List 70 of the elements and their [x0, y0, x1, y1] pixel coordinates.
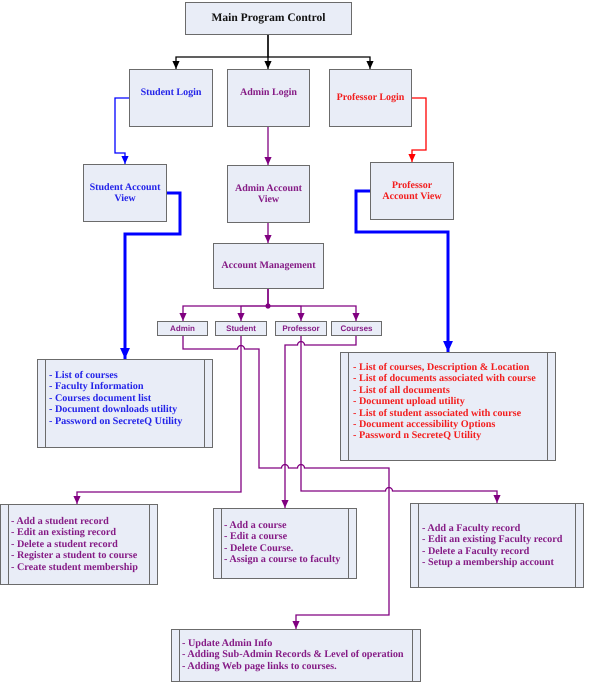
- list-item: - List of courses: [49, 370, 118, 382]
- list-item: - Delete a Faculty record: [422, 546, 530, 558]
- predefined-process-box: [213, 508, 357, 579]
- arrow: [264, 223, 272, 243]
- list-item: - Adding Web page links to courses.: [182, 660, 337, 672]
- process-box: [329, 69, 412, 127]
- process-box: [370, 162, 454, 220]
- arrow: [182, 336, 390, 629]
- category-label: Admin: [170, 324, 195, 333]
- process-box: [83, 164, 167, 222]
- arrow: [73, 336, 242, 504]
- arrow: [264, 127, 272, 165]
- list-item: - Document downloads utility: [49, 404, 178, 416]
- list-item: - Delete Course.: [224, 542, 294, 554]
- box-title: Account Management: [221, 260, 316, 272]
- category-box: [275, 321, 327, 336]
- arrow: [354, 190, 453, 352]
- list-item: - List of documents associated with course: [353, 373, 536, 385]
- process-box: [227, 165, 310, 223]
- list-item: - Adding Sub-Admin Records & Level of operation: [182, 649, 404, 661]
- arrow: [120, 192, 182, 359]
- process-box: [227, 69, 310, 127]
- process-box: [213, 243, 324, 289]
- arrow: [267, 289, 360, 321]
- box-title: Student Login: [140, 87, 202, 99]
- predefined-process-box: [37, 359, 213, 448]
- arrow: [281, 336, 357, 508]
- category-box: [331, 321, 382, 336]
- list-item: - Assign a course to faculty: [224, 554, 340, 566]
- list-item: - Faculty Information: [49, 381, 144, 393]
- list-item: - List of courses, Description & Location: [353, 362, 530, 374]
- list-item: - Create student membership: [11, 562, 138, 574]
- category-label: Courses: [340, 324, 372, 333]
- arrow: [408, 97, 427, 162]
- arrow: [267, 35, 374, 69]
- predefined-process-box: [340, 352, 556, 461]
- list-item: - Setup a membership account: [422, 557, 554, 569]
- list-item: - Add a Faculty record: [422, 523, 520, 534]
- list-item: - Add a student record: [11, 516, 109, 528]
- arrow: [300, 336, 501, 503]
- category-box: [215, 321, 267, 336]
- list-item: - Document accessibility Options: [353, 419, 496, 430]
- predefined-process-box: [0, 504, 158, 585]
- box-title: Professor Login: [336, 92, 406, 104]
- list-item: - List of student associated with course: [353, 408, 522, 420]
- list-item: - Edit an existing Faculty record: [422, 534, 562, 546]
- list-item: - Register a student to course: [11, 550, 138, 562]
- category-label: Student: [226, 324, 256, 333]
- list-item: - Delete a student record: [11, 538, 118, 550]
- list-item: - Update Admin Info: [182, 638, 272, 650]
- predefined-process-box: [410, 503, 584, 588]
- list-item: - Password on SecreteQ Utility: [49, 416, 182, 428]
- predefined-process-box: [171, 629, 421, 682]
- list-item: - Courses document list: [49, 392, 152, 404]
- list-item: - Document upload utility: [353, 396, 465, 408]
- list-item: - Add a course: [224, 520, 287, 532]
- box-title: Admin Account View: [234, 182, 303, 206]
- list-item: - Password n SecreteQ Utility: [353, 430, 482, 442]
- arrow: [114, 97, 129, 164]
- box-title: Main Program Control: [212, 12, 326, 24]
- box-title: Student Account View: [89, 182, 161, 204]
- box-title: Admin Login: [239, 87, 298, 99]
- process-box: [129, 69, 213, 127]
- box-title: Professor Account View: [381, 180, 443, 202]
- category-label: Professor: [282, 324, 320, 333]
- process-box: [185, 2, 352, 35]
- list-item: - List of all documents: [353, 384, 450, 396]
- list-item: - Edit a course: [224, 531, 288, 543]
- category-box: [157, 321, 208, 336]
- list-item: - Edit an existing record: [11, 527, 116, 539]
